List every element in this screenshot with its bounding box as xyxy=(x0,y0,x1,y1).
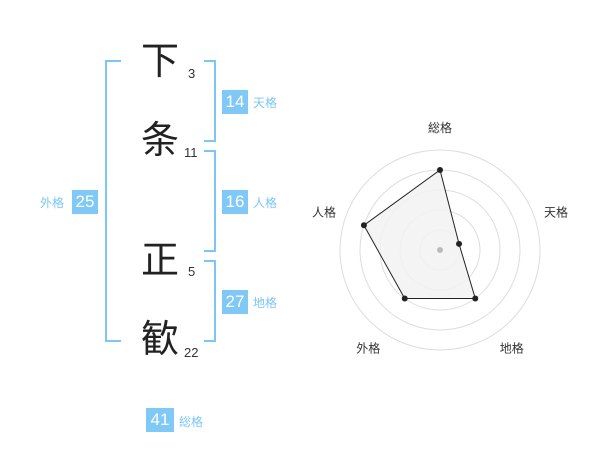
soukaku-label: 総格 xyxy=(179,415,204,429)
gaikaku-label: 外格 xyxy=(40,196,65,210)
chikaku-bracket xyxy=(204,260,216,342)
radar-axis-label-5: 人格 xyxy=(312,204,336,219)
tenkaku-label: 天格 xyxy=(253,96,278,110)
gaikaku-bracket xyxy=(105,60,121,342)
chikaku-value: 27 xyxy=(222,290,248,314)
radar-point-3 xyxy=(472,295,479,302)
radar-axis-label-2: 天格 xyxy=(544,204,568,219)
radar-axis-label-3: 地格 xyxy=(500,341,524,356)
jinkaku-bracket xyxy=(204,150,216,252)
radar-center xyxy=(437,247,443,253)
name-char-3: 正 xyxy=(140,238,179,282)
name-char-4: 歓 xyxy=(140,317,179,361)
jinkaku-value: 16 xyxy=(222,190,248,214)
stroke-count-3: 5 xyxy=(188,264,196,279)
radar-axis-label-4: 外格 xyxy=(356,341,380,356)
name-char-2: 条 xyxy=(140,118,179,162)
tenkaku-value: 14 xyxy=(222,90,248,114)
soukaku-value: 41 xyxy=(146,408,174,432)
stroke-count-4: 22 xyxy=(184,345,199,360)
gaikaku-value: 25 xyxy=(72,190,98,214)
radar-point-1 xyxy=(437,167,443,173)
radar-point-5 xyxy=(360,222,367,229)
radar-points xyxy=(360,167,479,302)
radar-axis-label-1: 総格 xyxy=(428,120,452,135)
radar-point-2 xyxy=(456,240,463,247)
tenkaku-bracket xyxy=(204,60,216,142)
radar-ring-5 xyxy=(339,149,541,351)
jinkaku-label: 人格 xyxy=(253,196,278,210)
chikaku-label: 地格 xyxy=(253,296,278,310)
radar-point-4 xyxy=(401,295,408,302)
name-char-1: 下 xyxy=(140,39,179,83)
radar-area xyxy=(363,169,476,299)
stroke-count-1: 3 xyxy=(188,66,196,81)
stroke-count-2: 11 xyxy=(184,145,198,160)
